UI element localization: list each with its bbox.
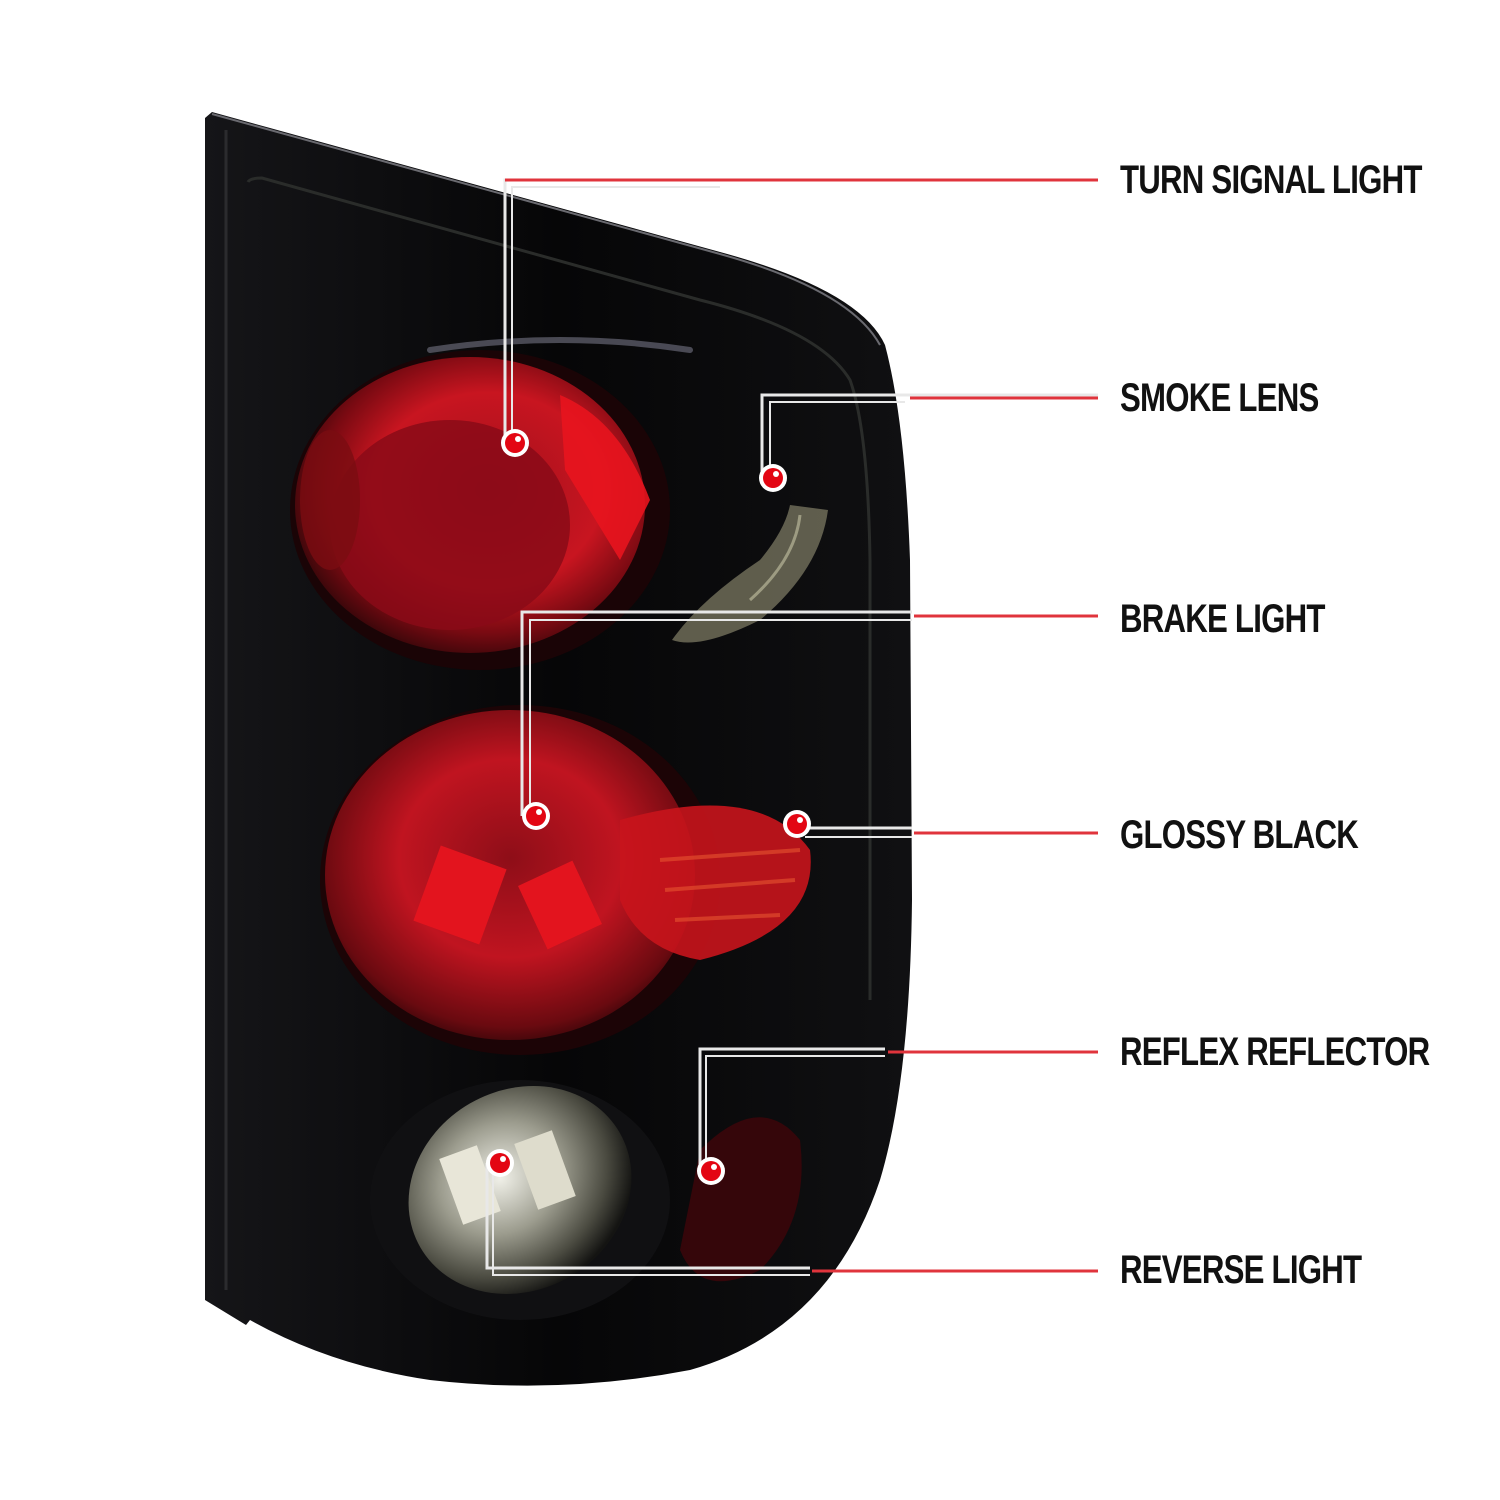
label-reflex-reflector: REFLEX REFLECTOR xyxy=(1120,1030,1430,1074)
marker-reflex-reflector xyxy=(697,1157,725,1185)
label-smoke-lens: SMOKE LENS xyxy=(1120,376,1319,420)
marker-brake-light xyxy=(522,802,550,830)
label-glossy-black: GLOSSY BLACK xyxy=(1120,813,1359,857)
marker-turn-signal xyxy=(501,429,529,457)
marker-glossy-black xyxy=(783,810,811,838)
marker-reverse-light xyxy=(486,1149,514,1177)
leader-lines xyxy=(485,178,1098,1276)
label-brake-light: BRAKE LIGHT xyxy=(1120,597,1325,641)
smoke-lens xyxy=(672,505,828,643)
reverse-lens xyxy=(370,1080,670,1320)
label-turn-signal-light: TURN SIGNAL LIGHT xyxy=(1120,158,1422,202)
callout-markers xyxy=(486,429,811,1185)
marker-smoke-lens xyxy=(759,464,787,492)
turn-signal-lens xyxy=(290,350,670,670)
label-reverse-light: REVERSE LIGHT xyxy=(1120,1248,1362,1292)
brake-lens xyxy=(320,705,811,1055)
